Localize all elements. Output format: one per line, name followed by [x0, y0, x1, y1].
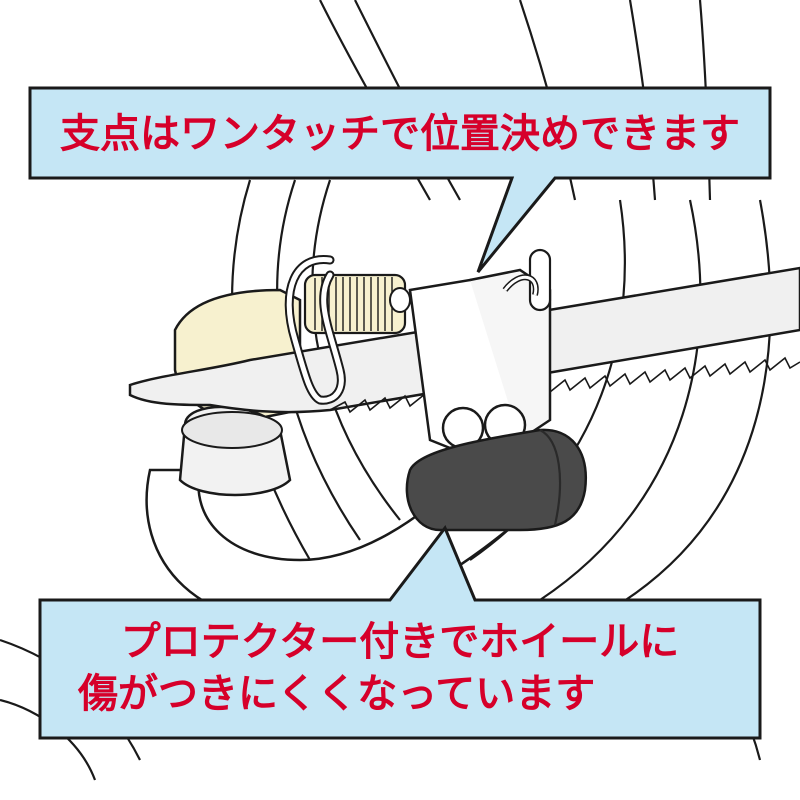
bottom-callout-line-2: 傷がつきにくくなっています [77, 671, 595, 717]
bottom-callout: プロテクター付きでホイールに 傷がつきにくくなっています [38, 525, 762, 740]
bottom-callout-line-1: プロテクター付きでホイールに [121, 619, 679, 665]
top-callout: 支点はワンタッチで位置決めできます [28, 86, 772, 273]
wheel-protector [405, 428, 588, 532]
top-callout-text: 支点はワンタッチで位置決めできます [60, 111, 740, 157]
fulcrum-bracket [408, 248, 552, 452]
